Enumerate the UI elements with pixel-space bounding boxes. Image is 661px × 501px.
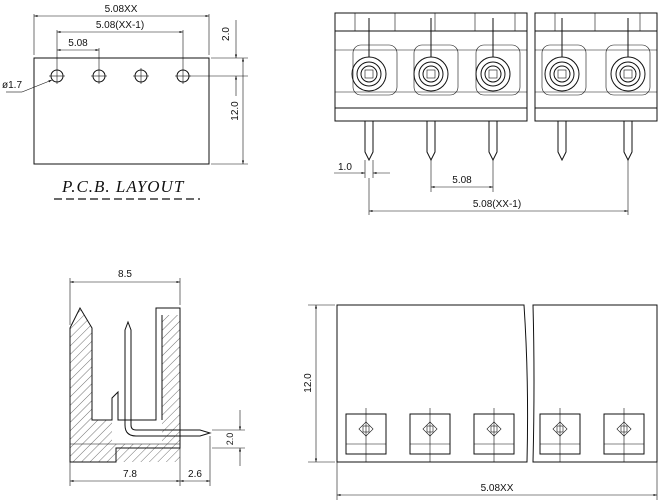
pcb-hole — [133, 68, 149, 84]
front-pitch-label: 5.08 — [452, 175, 472, 186]
front-pin-width-label: 1.0 — [338, 162, 352, 173]
side-view: 8.5 7.8 2.6 2.0 — [69, 269, 245, 486]
pcb-layout-view: 5.08XX 5.08(XX-1) 5.08 ø1.7 — [2, 4, 248, 200]
dim-front-pitch-span: 5.08(XX-1) — [368, 160, 629, 215]
pcb-pitch-label: 5.08 — [68, 38, 88, 49]
bottom-block-2pos — [532, 304, 658, 463]
side-pin-extension-label: 2.6 — [188, 469, 202, 480]
front-screw — [605, 18, 651, 96]
dim-front-pin-width: 1.0 — [334, 160, 390, 178]
front-screw — [541, 18, 587, 96]
dim-pitch-span-top: 5.08(XX-1) — [56, 20, 184, 68]
dim-hole-diameter: ø1.7 — [2, 79, 53, 93]
pcb-total-width-label: 5.08XX — [105, 4, 138, 15]
front-pitch-span-label: 5.08(XX-1) — [473, 199, 521, 210]
front-screw — [475, 18, 521, 96]
pcb-outline — [33, 57, 210, 165]
bottom-total-width-label: 5.08XX — [481, 483, 514, 494]
pcb-hole — [175, 68, 191, 84]
front-block-2pos — [534, 12, 658, 162]
bottom-terminal — [345, 408, 387, 462]
pcb-pitch-span-label: 5.08(XX-1) — [96, 20, 144, 31]
pcb-hole — [91, 68, 107, 84]
dim-pitch-top: 5.08 — [57, 38, 100, 68]
bottom-block-3pos — [336, 304, 529, 463]
pcb-hole — [49, 68, 65, 84]
bottom-terminal — [539, 408, 581, 462]
side-width-label: 8.5 — [118, 269, 132, 280]
front-screw — [413, 18, 459, 96]
dim-side-base: 7.8 — [69, 448, 181, 486]
front-pin — [623, 121, 633, 162]
side-base-label: 7.8 — [123, 469, 137, 480]
bottom-terminal — [473, 408, 515, 462]
dim-front-pitch: 5.08 — [430, 160, 494, 192]
dim-right-vertical: 2.0 12.0 — [189, 20, 248, 165]
dim-side-pin-height: 2.0 — [212, 410, 245, 466]
dim-bottom-total-width: 5.08XX — [336, 462, 658, 500]
bottom-height-label: 12.0 — [303, 373, 314, 393]
side-hatch-right — [162, 315, 180, 444]
front-pin — [488, 121, 498, 162]
pcb-height-label: 12.0 — [230, 101, 241, 121]
pcb-hole-diameter-label: ø1.7 — [2, 80, 22, 91]
bottom-view: 12.0 5.08XX — [303, 304, 658, 500]
front-pin — [557, 121, 567, 162]
pcb-top-offset-label: 2.0 — [221, 27, 232, 41]
bottom-terminal — [409, 408, 451, 462]
dim-bottom-height: 12.0 — [303, 304, 335, 463]
bottom-terminal — [603, 408, 645, 462]
dim-side-width: 8.5 — [69, 269, 181, 325]
side-hatch-bottom — [70, 444, 180, 462]
pcb-holes — [49, 68, 191, 84]
front-view: 1.0 5.08 5.08(XX-1) — [334, 12, 658, 215]
dim-side-pin-extension: 2.6 — [180, 436, 211, 486]
side-pin — [124, 320, 212, 437]
dim-total-width-top: 5.08XX — [33, 4, 210, 55]
front-pin — [364, 121, 374, 162]
front-pin — [426, 121, 436, 162]
front-screw — [351, 18, 398, 96]
pcb-layout-title: P.C.B. LAYOUT — [61, 177, 185, 196]
side-hatch-left — [70, 308, 112, 444]
front-block-3pos — [334, 12, 528, 162]
side-pin-height-label: 2.0 — [225, 433, 235, 446]
